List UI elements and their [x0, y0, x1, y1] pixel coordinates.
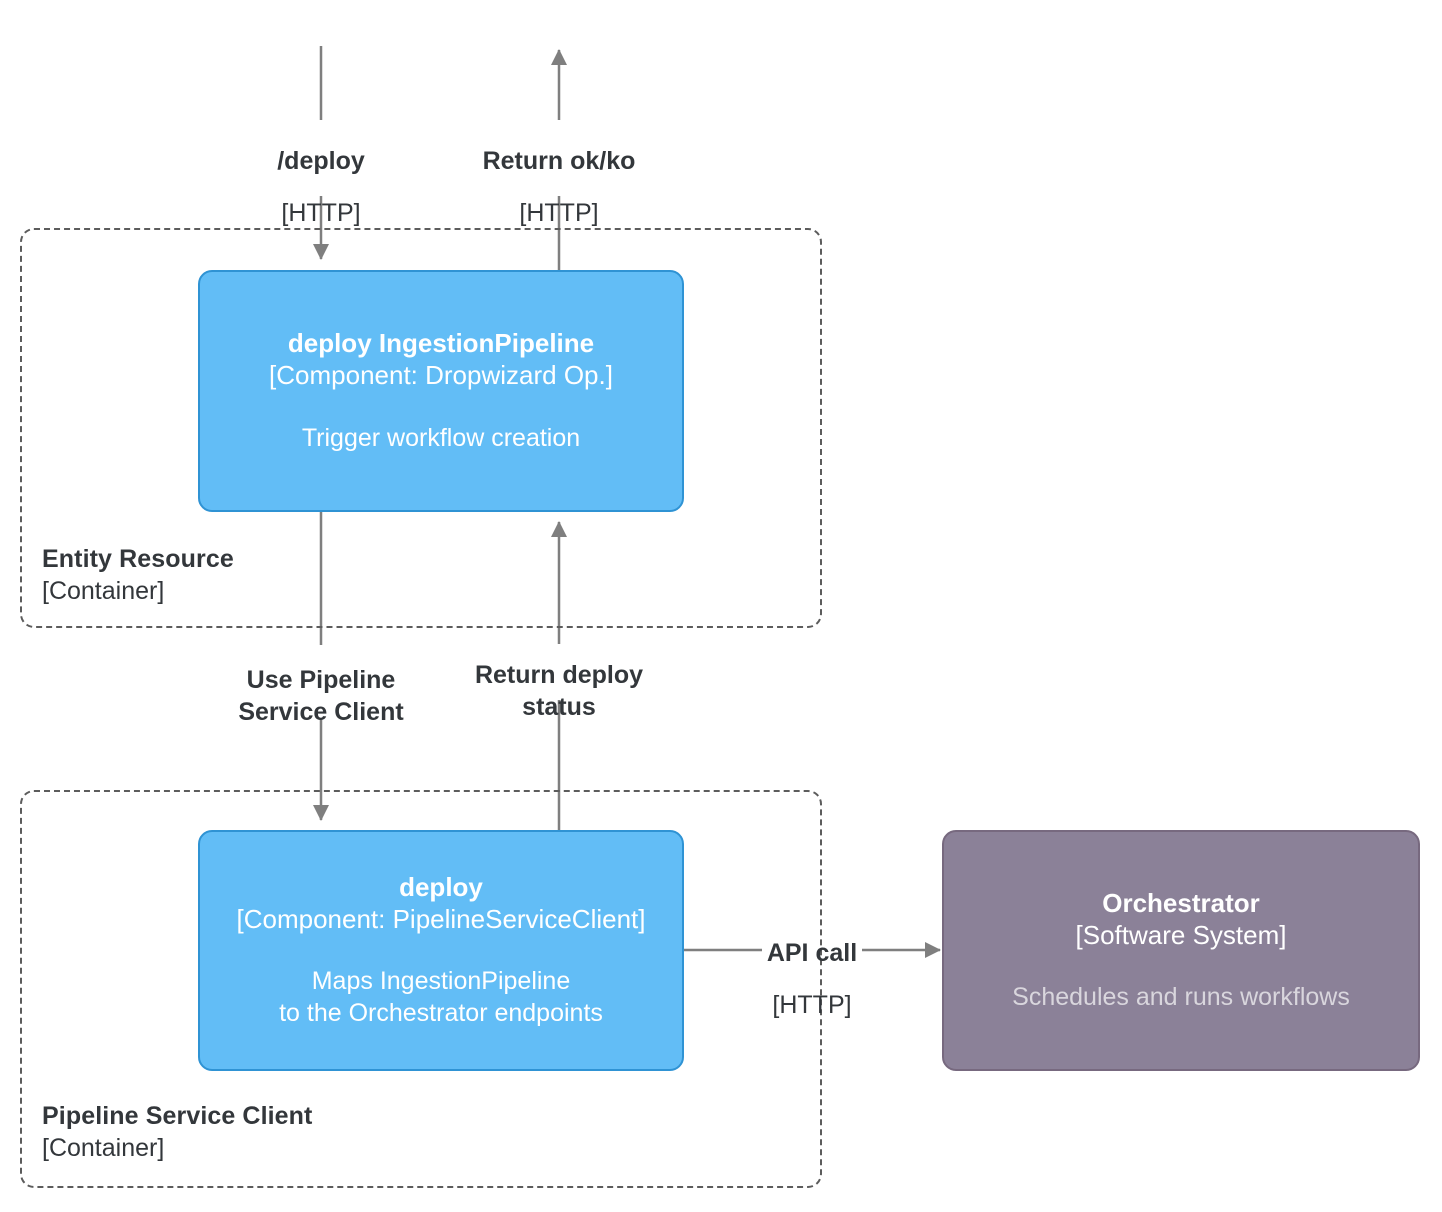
boundary-pipeline-service-client — [20, 790, 822, 1188]
boundary-entity-resource — [20, 228, 822, 628]
edge-tech-return-ok-ko: [HTTP] — [519, 198, 599, 227]
node-name-deploy-ingestion-pipeline: deploy IngestionPipeline — [287, 328, 595, 359]
node-deploy-client[interactable]: deploy [Component: PipelineServiceClient… — [198, 830, 684, 1071]
node-type-deploy-client: [Component: PipelineServiceClient] — [236, 903, 646, 934]
node-description-line2-deploy-client: to the Orchestrator endpoints — [279, 999, 603, 1028]
node-description-line1-deploy-client: Maps IngestionPipeline — [311, 967, 571, 996]
boundary-name-entity-resource: Entity Resource — [42, 545, 234, 573]
edge-text-use-pipeline-service-client: Use Pipeline Service Client — [238, 666, 404, 726]
node-description-deploy-client: Maps IngestionPipeline to the Orchestrat… — [279, 965, 603, 1029]
boundary-label-entity-resource: Entity Resource [Container] — [42, 543, 234, 607]
edge-label-return-deploy-status: Return deploy status — [437, 640, 681, 743]
edge-label-use-pipeline-service-client: Use Pipeline Service Client — [201, 645, 441, 748]
node-name-deploy-client: deploy — [399, 871, 483, 902]
boundary-type-entity-resource: [Container] — [42, 577, 165, 605]
boundary-name-pipeline-service-client: Pipeline Service Client — [42, 1102, 313, 1130]
boundary-type-pipeline-service-client: [Container] — [42, 1134, 165, 1162]
node-description-deploy-ingestion-pipeline: Trigger workflow creation — [301, 423, 581, 452]
node-description-orchestrator: Schedules and runs workflows — [1012, 983, 1350, 1012]
node-deploy-ingestion-pipeline[interactable]: deploy IngestionPipeline [Component: Dro… — [198, 270, 684, 512]
node-type-orchestrator: [Software System] — [1075, 919, 1287, 950]
node-type-deploy-ingestion-pipeline: [Component: Dropwizard Op.] — [269, 360, 613, 390]
edge-tech-deploy-request: [HTTP] — [281, 198, 361, 227]
boundary-label-pipeline-service-client: Pipeline Service Client [Container] — [42, 1100, 312, 1164]
edge-text-deploy-request: /deploy — [277, 147, 365, 176]
node-name-orchestrator: Orchestrator — [1102, 887, 1260, 918]
edge-text-return-ok-ko: Return ok/ko — [482, 147, 636, 176]
node-orchestrator[interactable]: Orchestrator [Software System] Schedules… — [942, 830, 1420, 1071]
edge-text-return-deploy-status: Return deploy status — [474, 661, 644, 721]
